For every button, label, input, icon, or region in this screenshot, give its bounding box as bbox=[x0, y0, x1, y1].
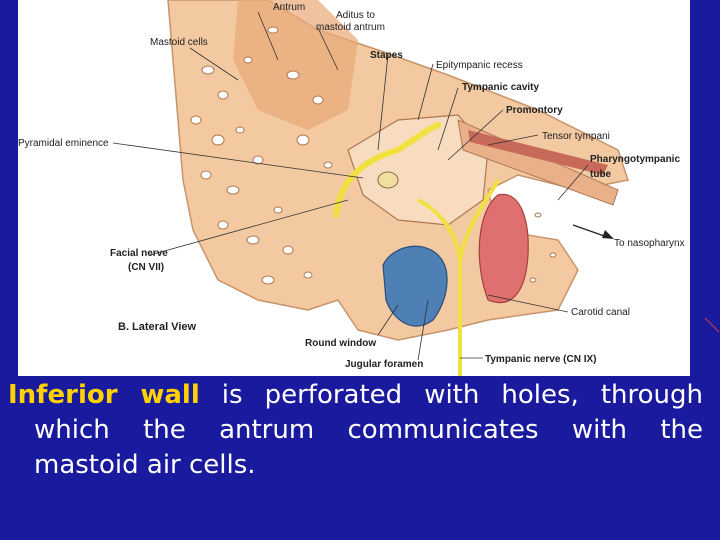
label-round-window: Round window bbox=[305, 338, 376, 349]
label-tympanic-cavity: Tympanic cavity bbox=[462, 82, 540, 93]
label-pharyngotympanic-2: tube bbox=[590, 169, 612, 180]
label-pharyngotympanic-1: Pharyngotympanic bbox=[590, 154, 680, 165]
caption-line-2: which the antrum communicates with the bbox=[34, 415, 703, 445]
facial-nerve-shape bbox=[333, 122, 441, 218]
label-promontory: Promontory bbox=[506, 105, 563, 116]
caption-line-1-rest: is perforated with holes, through bbox=[199, 380, 703, 410]
label-facial-nerve-1: Facial nerve bbox=[110, 248, 168, 259]
mastoid-air-cells bbox=[190, 26, 557, 285]
stapes-shape bbox=[377, 171, 399, 189]
tympanic-cavity-shape bbox=[347, 114, 489, 226]
antrum-region bbox=[233, 0, 358, 130]
caption-line-3: mastoid air cells. bbox=[34, 450, 256, 480]
label-antrum: Antrum bbox=[273, 2, 305, 13]
label-stapes: Stapes bbox=[370, 50, 403, 61]
leader-lines bbox=[112, 11, 589, 361]
label-epitympanic-recess: Epitympanic recess bbox=[436, 60, 523, 71]
caption-highlight: Inferior wall bbox=[8, 380, 200, 410]
caption-line-1: Inferior wall is perforated with holes, … bbox=[8, 378, 703, 413]
label-pyramidal-eminence: Pyramidal eminence bbox=[18, 138, 109, 149]
label-tympanic-nerve: Tympanic nerve (CN IX) bbox=[485, 354, 597, 365]
label-to-nasopharynx: To nasopharynx bbox=[614, 238, 685, 249]
label-aditus-1: Aditus to bbox=[336, 10, 375, 21]
anatomy-figure: Antrum Aditus to mastoid antrum Mastoid … bbox=[18, 0, 690, 376]
middle-ear-illustration: Antrum Aditus to mastoid antrum Mastoid … bbox=[18, 0, 685, 376]
decorative-slash-icon bbox=[704, 317, 720, 333]
label-mastoid-cells: Mastoid cells bbox=[150, 37, 208, 48]
label-facial-nerve-2: (CN VII) bbox=[128, 262, 164, 273]
jugular-foramen-shape bbox=[382, 245, 448, 327]
slide-caption: Inferior wall is perforated with holes, … bbox=[8, 378, 703, 483]
label-jugular-foramen: Jugular foramen bbox=[345, 359, 423, 370]
label-view-caption: B. Lateral View bbox=[118, 321, 196, 333]
label-carotid-canal: Carotid canal bbox=[571, 307, 630, 318]
tympanic-nerve-shape bbox=[417, 179, 500, 376]
label-tensor-tympani: Tensor tympani bbox=[542, 131, 610, 142]
tensor-tympani-shape bbox=[468, 130, 608, 175]
carotid-canal-shape bbox=[478, 193, 529, 304]
label-aditus-2: mastoid antrum bbox=[316, 22, 385, 33]
nasopharynx-arrowhead bbox=[602, 230, 614, 239]
